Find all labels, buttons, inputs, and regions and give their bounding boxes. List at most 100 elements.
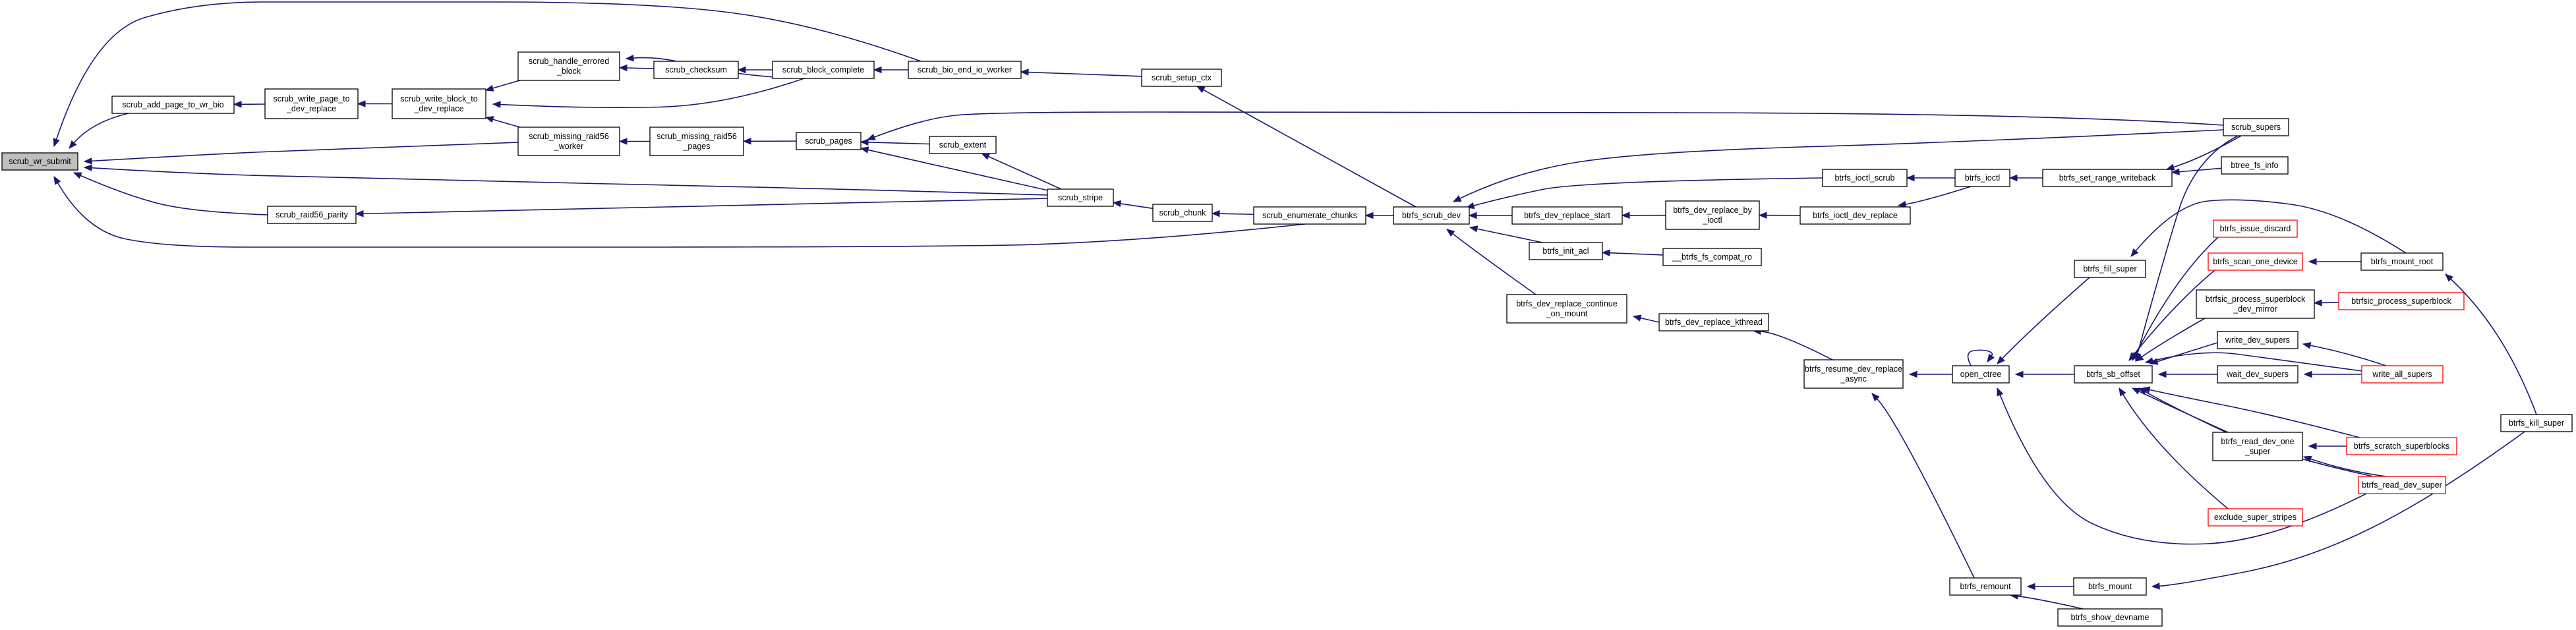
edge-line	[873, 111, 2224, 138]
node-scrub-bio-end-io-worker[interactable]: scrub_bio_end_io_worker	[908, 61, 1022, 79]
node-box	[1393, 206, 1470, 225]
node-label: scrub_wr_submit	[9, 157, 71, 166]
node-scrub-missing-raid56-pages[interactable]: scrub_missing_raid56_pages	[649, 127, 744, 156]
node-btrfsic-process-superblock[interactable]: btrfsic_process_superblock	[2338, 292, 2465, 310]
node-box	[2074, 365, 2153, 384]
node-btrfsic-process-superblock-dev-mirror[interactable]: btrfsic_process_superblock_dev_mirror	[2196, 289, 2315, 319]
node-btrfs-sb-offset[interactable]: btrfs_sb_offset	[2074, 365, 2153, 384]
node-scrub-pages[interactable]: scrub_pages	[796, 132, 862, 150]
node-scrub-extent[interactable]: scrub_extent	[929, 136, 997, 154]
node-box	[2073, 577, 2147, 596]
node-wait-dev-supers[interactable]: wait_dev_supers	[2217, 365, 2298, 384]
node-btrfs-scan-one-device[interactable]: btrfs_scan_one_device	[2208, 252, 2303, 271]
node-scrub-write-page-to-dev-replace[interactable]: scrub_write_page_to_dev_replace	[264, 88, 359, 119]
node-open-ctree[interactable]: open_ctree	[1952, 365, 2010, 384]
node-btrfs-scratch-superblocks[interactable]: btrfs_scratch_superblocks	[2346, 437, 2457, 455]
node-btrfs-init-acl[interactable]: btrfs_init_acl	[1529, 242, 1603, 260]
node-label: scrub_supers	[2231, 123, 2281, 132]
node-btrfs-fill-super[interactable]: btrfs_fill_super	[2074, 260, 2146, 278]
node-box	[1954, 169, 2010, 187]
node-box	[1253, 206, 1366, 225]
node-label: open_ctree	[1960, 370, 2002, 379]
arrowhead-icon	[69, 140, 77, 149]
node-btrfs-mount[interactable]: btrfs_mount	[2073, 577, 2147, 596]
node-scrub-write-block-to-dev-replace[interactable]: scrub_write_block_to_dev_replace	[392, 88, 486, 119]
node-btrfs-scrub-dev[interactable]: btrfs_scrub_dev	[1393, 206, 1470, 225]
edge-scrub_setup_ctx-to-scrub_bio_end_io_worker	[1020, 69, 1142, 77]
node-btrfs-set-range-writeback[interactable]: btrfs_set_range_writeback	[2042, 169, 2173, 187]
node-box	[517, 51, 620, 81]
node-box	[1800, 206, 1911, 225]
edge-btrfs_scan_one_device-to-btrfs_sb_offset	[2128, 270, 2215, 362]
node-label: scrub_bio_end_io_worker	[918, 65, 1012, 74]
arrowhead-icon	[1621, 212, 1630, 219]
node-scrub-stripe[interactable]: scrub_stripe	[1047, 188, 1114, 207]
node-label: scrub_add_page_to_wr_bio	[122, 100, 223, 109]
arrowhead-icon	[2303, 370, 2312, 378]
edge-line	[363, 198, 1048, 215]
node-btrfs-dev-replace-start[interactable]: btrfs_dev_replace_start	[1511, 206, 1623, 225]
edge-btrfs_read_dev_super-to-btrfs_read_dev_one_super	[2302, 455, 2387, 477]
node-btrfs-kill-super[interactable]: btrfs_kill_super	[2500, 414, 2573, 432]
node-btrfs-issue-discard[interactable]: btrfs_issue_discard	[2213, 219, 2298, 238]
node-label: btrfsic_process_superblock	[2206, 295, 2306, 304]
node-label: btrfs_mount_root	[2371, 257, 2434, 266]
node-scrub-missing-raid56-worker[interactable]: scrub_missing_raid56_worker	[517, 127, 620, 156]
node-box	[1047, 188, 1114, 207]
node-label: write_all_supers	[2372, 370, 2432, 379]
arrowhead-icon	[484, 84, 494, 92]
node-scrub-setup-ctx[interactable]: scrub_setup_ctx	[1141, 69, 1222, 87]
node-btrfs-mount-root[interactable]: btrfs_mount_root	[2360, 252, 2444, 271]
node-scrub-checksum[interactable]: scrub_checksum	[653, 61, 739, 79]
node-write-all-supers[interactable]: write_all_supers	[2361, 365, 2444, 384]
node-btrfs-resume-dev-replace-async[interactable]: btrfs_resume_dev_replace_async	[1803, 359, 1904, 389]
node-scrub-supers[interactable]: scrub_supers	[2223, 118, 2289, 136]
node-btrfs-read-dev-super[interactable]: btrfs_read_dev_super	[2358, 476, 2446, 494]
edge-line	[80, 175, 268, 215]
edge-btrfs_sb_offset-to-open_ctree	[2014, 370, 2074, 378]
node-btrfs-ioctl-dev-replace[interactable]: btrfs_ioctl_dev_replace	[1800, 206, 1911, 225]
node-btrfs-ioctl-scrub[interactable]: btrfs_ioctl_scrub	[1822, 169, 1908, 187]
node-btrfs-dev-replace-by-ioctl[interactable]: btrfs_dev_replace_by_ioctl	[1665, 200, 1760, 230]
nodes-layer: scrub_wr_submitscrub_add_page_to_wr_bios…	[1, 51, 2573, 627]
node-box	[2208, 252, 2303, 271]
edge-open_ctree-to-open_ctree	[1967, 349, 1995, 366]
node-write-dev-supers[interactable]: write_dev_supers	[2217, 331, 2298, 349]
arrowhead-icon	[73, 172, 82, 179]
node-btrfs-read-dev-one-super[interactable]: btrfs_read_dev_one_super	[2212, 432, 2303, 461]
arrowhead-icon	[1997, 356, 2005, 364]
node-btree-fs-info[interactable]: btree_fs_info	[2221, 156, 2289, 175]
node-scrub-handle-errored-block[interactable]: scrub_handle_errored_block	[517, 51, 620, 81]
node-label: scrub_write_page_to	[273, 94, 349, 103]
node-box	[1658, 313, 1769, 331]
node-btrfs-dev-replace-continue-on-mount[interactable]: btrfs_dev_replace_continue_on_mount	[1506, 294, 1627, 324]
node-exclude-super-stripes[interactable]: exclude_super_stripes	[2208, 508, 2303, 527]
node-scrub-chunk[interactable]: scrub_chunk	[1152, 204, 1213, 222]
edge-line	[626, 67, 655, 69]
arrowhead-icon	[2128, 352, 2137, 362]
arrowhead-icon	[2138, 387, 2148, 395]
edge-line	[55, 1, 922, 140]
node-label: scrub_handle_errored	[529, 57, 609, 66]
node-scrub-block-complete[interactable]: scrub_block_complete	[772, 61, 875, 79]
node-scrub-enumerate-chunks[interactable]: scrub_enumerate_chunks	[1253, 206, 1366, 225]
node-scrub-wr-submit[interactable]: scrub_wr_submit	[1, 152, 78, 171]
edge-line	[1876, 398, 1975, 579]
node-label: _dev_replace	[286, 104, 336, 113]
edge-btrfs_kill_super-to-btrfs_mount	[2151, 431, 2525, 590]
node-btrfs-dev-replace-kthread[interactable]: btrfs_dev_replace_kthread	[1658, 313, 1769, 331]
node-btrfs-remount[interactable]: btrfs_remount	[1949, 577, 2022, 596]
node-label: _worker	[554, 142, 583, 151]
node---btrfs-fs-compat-ro[interactable]: __btrfs_fs_compat_ro	[1662, 248, 1762, 266]
edge-scrub_supers-to-scrub_pages	[866, 111, 2224, 140]
node-label: btrfs_dev_replace_kthread	[1665, 318, 1763, 327]
edge-btrfs_resume_dev_replace_async-to-btrfs_dev_replace_kthread	[1752, 328, 1833, 360]
node-scrub-add-page-to-wr-bio[interactable]: scrub_add_page_to_wr_bio	[111, 96, 235, 114]
arrowhead-icon	[1997, 387, 2004, 397]
node-btrfs-ioctl[interactable]: btrfs_ioctl	[1954, 169, 2010, 187]
edge-btrfs_mount-to-btrfs_remount	[2026, 583, 2074, 590]
node-label: btrfs_set_range_writeback	[2059, 173, 2156, 183]
node-box	[2217, 365, 2298, 384]
node-btrfs-show-devname[interactable]: btrfs_show_devname	[2057, 608, 2163, 627]
node-scrub-raid56-parity[interactable]: scrub_raid56_parity	[267, 206, 357, 224]
